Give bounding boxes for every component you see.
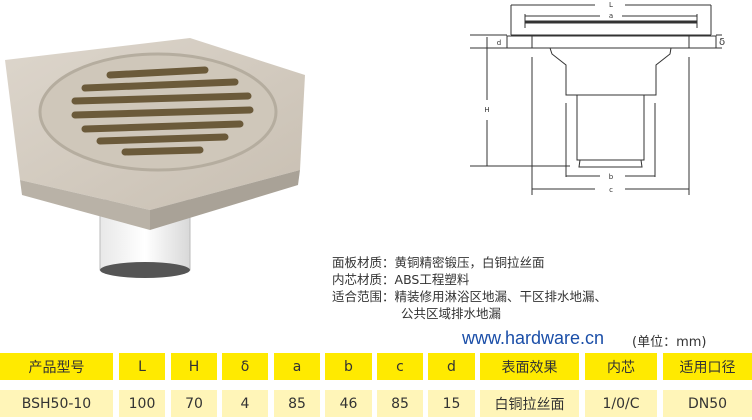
dimension-diagram: L a d δ H b c [470, 1, 725, 195]
spec-panel-material: 面板材质：黄铜精密锻压，白铜拉丝面 [332, 254, 607, 271]
table-header: 表面效果 [480, 353, 579, 380]
spec-label: 内芯材质： [332, 272, 395, 287]
dim-label-delta: δ [719, 37, 725, 48]
dim-label-c: c [609, 186, 613, 194]
table-header: d [428, 353, 475, 380]
watermark: www.hardware.cn [462, 328, 605, 348]
spec-value: 精装修用淋浴区地漏、干区排水地漏、 [394, 289, 608, 304]
table-cell: 白铜拉丝面 [480, 390, 579, 417]
table-header: 适用口径 [663, 353, 752, 380]
table-cell: DN50 [663, 390, 752, 417]
table-cell: 100 [119, 390, 165, 417]
spec-label: 适合范围： [332, 289, 395, 304]
product-photo [5, 38, 305, 278]
unit-label: (单位：mm) [632, 335, 707, 350]
dim-label-d: d [497, 39, 501, 47]
table-cell: 85 [377, 390, 423, 417]
spec-scope: 适合范围：精装修用淋浴区地漏、干区排水地漏、 [332, 288, 607, 305]
spec-scope-cont: 公共区域排水地漏 [332, 305, 607, 322]
table-header: b [325, 353, 372, 380]
spec-list: 面板材质：黄铜精密锻压，白铜拉丝面 内芯材质：ABS工程塑料 适合范围：精装修用… [332, 254, 607, 322]
table-cell: 46 [325, 390, 372, 417]
table-header: 产品型号 [0, 353, 113, 380]
table-cell: 15 [428, 390, 475, 417]
dim-label-b: b [609, 173, 614, 181]
dim-label-L: L [609, 1, 613, 9]
spec-label: 面板材质： [332, 255, 395, 270]
table-header: a [274, 353, 320, 380]
dim-label-a: a [609, 12, 613, 20]
table-header: 内芯 [585, 353, 657, 380]
spec-value: 公共区域排水地漏 [401, 306, 502, 321]
table-cell: 70 [171, 390, 217, 417]
table-cell: BSH50-10 [0, 390, 113, 417]
dim-label-H: H [484, 106, 489, 114]
table-cell: 85 [274, 390, 320, 417]
table-header: H [171, 353, 217, 380]
table-header: δ [222, 353, 268, 380]
table-header: L [119, 353, 165, 380]
spec-value: ABS工程塑料 [394, 272, 470, 287]
spec-value: 黄铜精密锻压，白铜拉丝面 [394, 255, 545, 270]
table-header: c [377, 353, 423, 380]
spec-core-material: 内芯材质：ABS工程塑料 [332, 271, 607, 288]
table-cell: 1/0/C [585, 390, 657, 417]
table-cell: 4 [222, 390, 268, 417]
